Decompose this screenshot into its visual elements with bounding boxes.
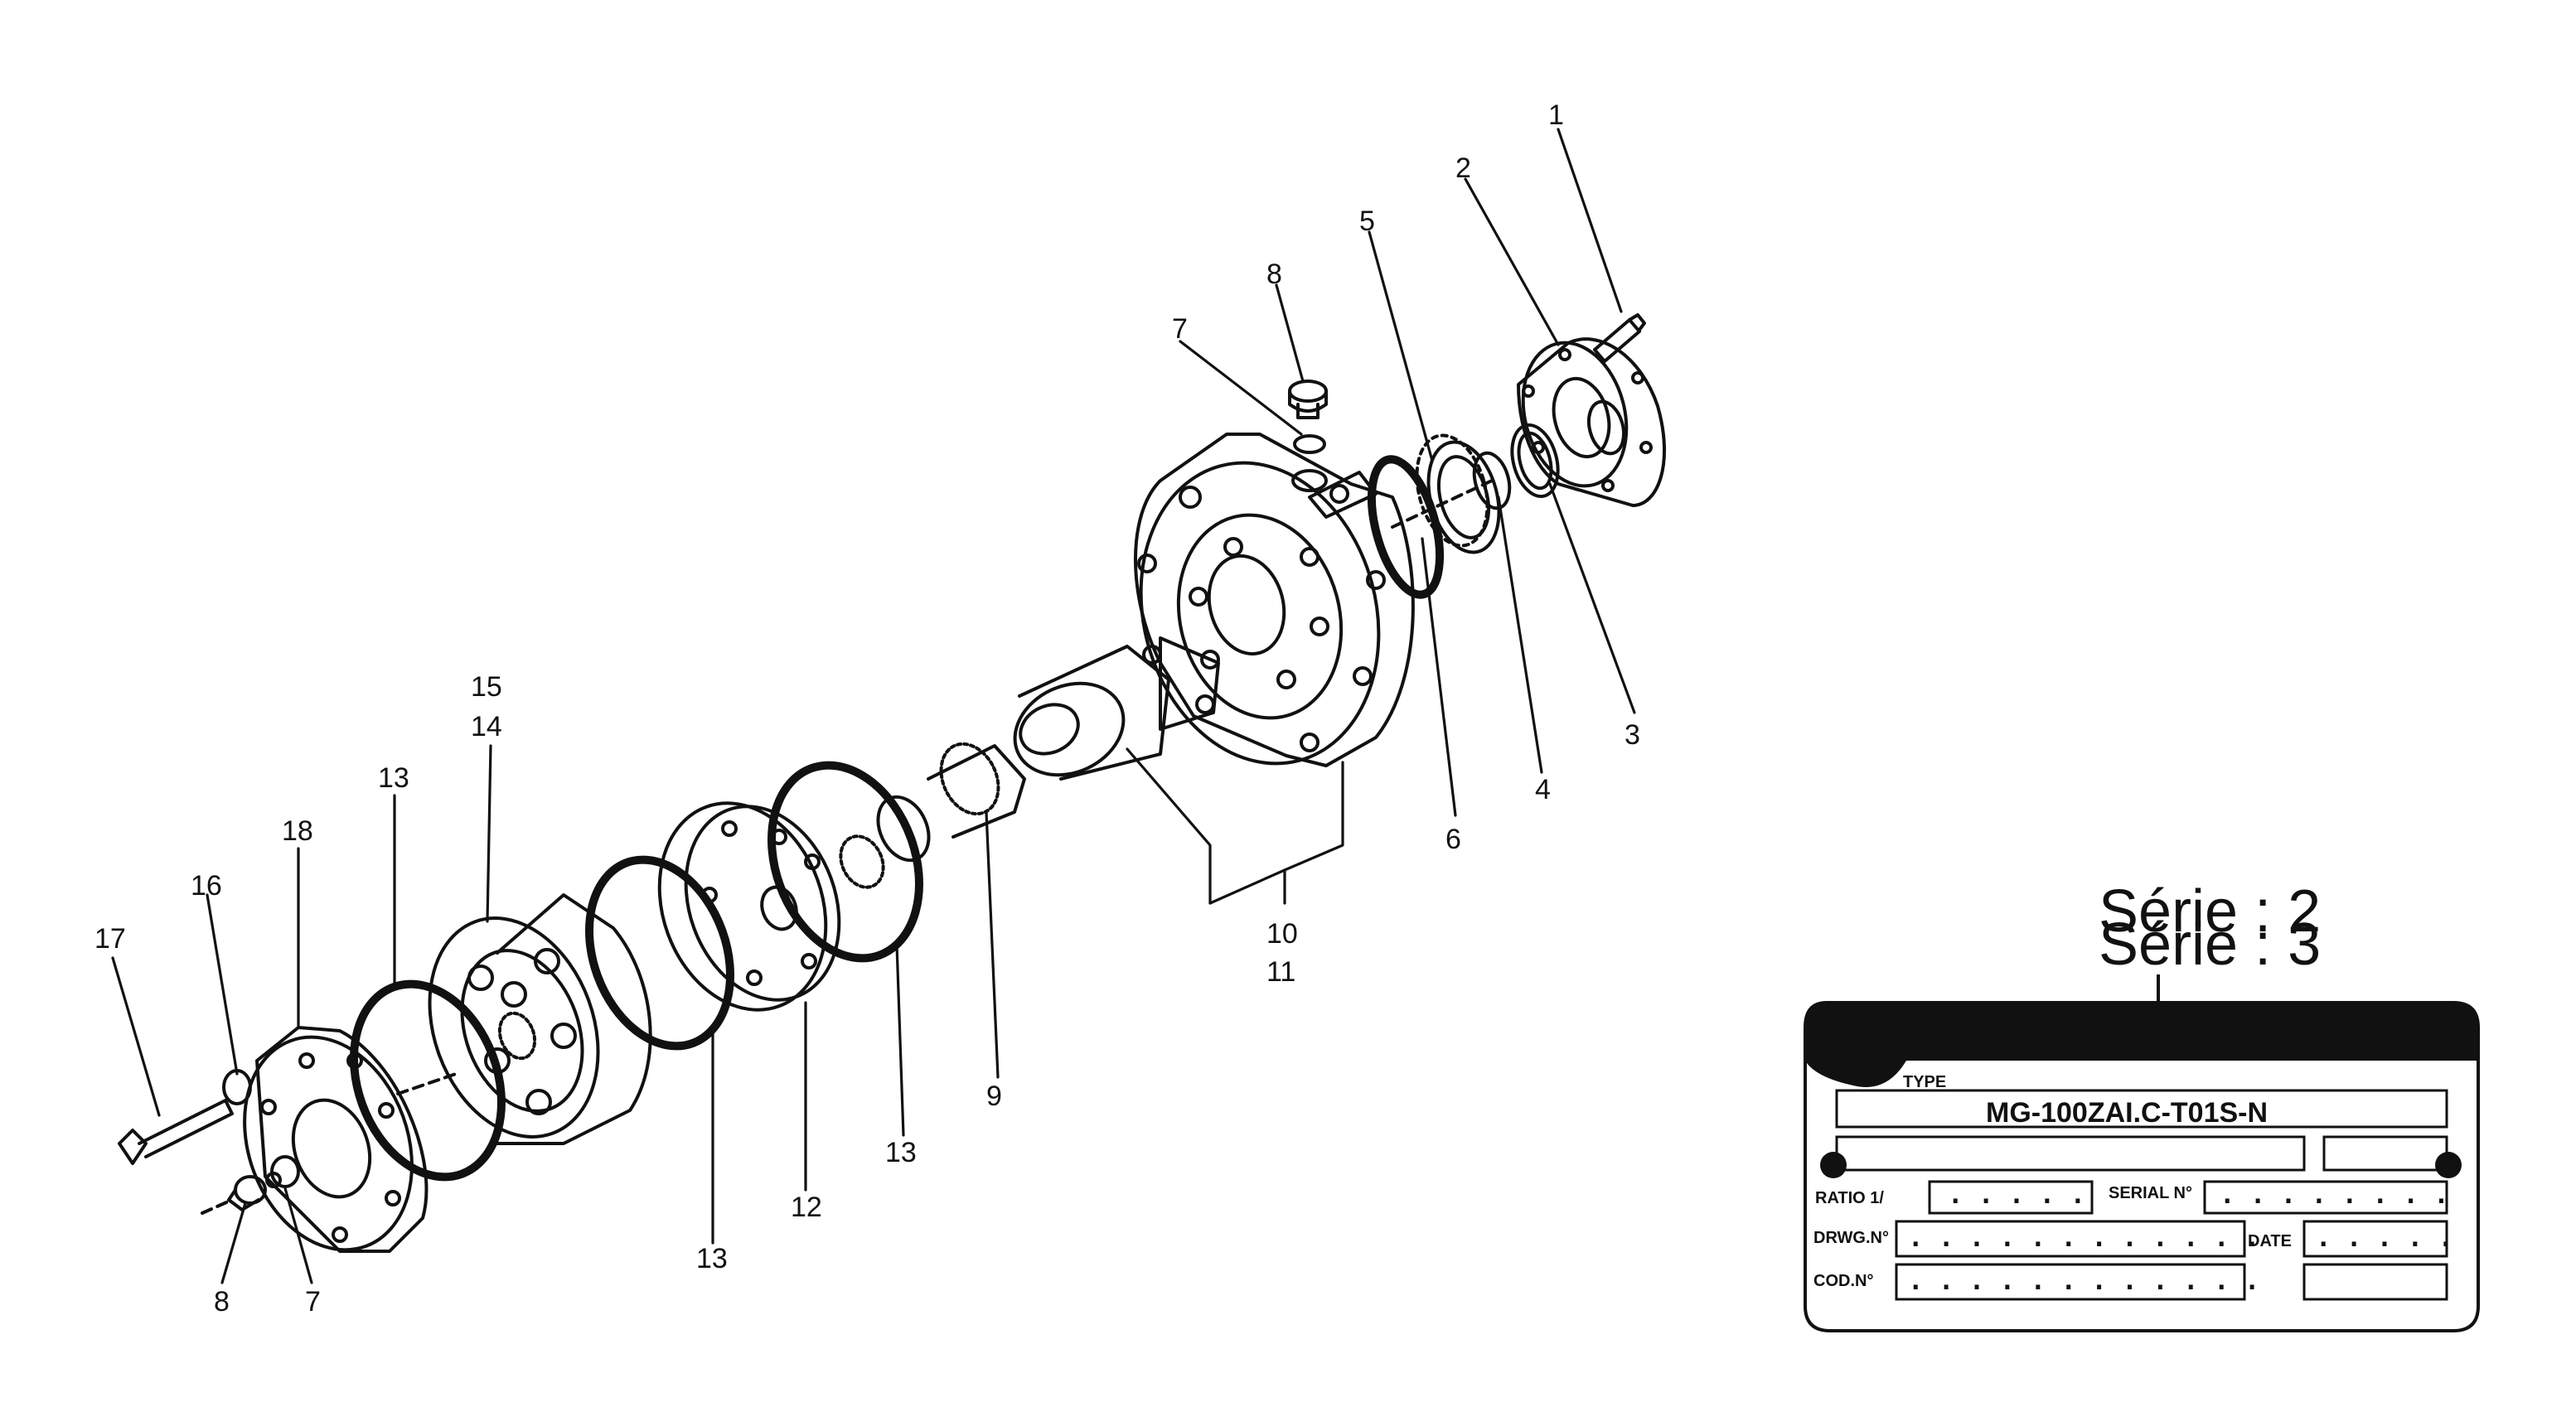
- serie-label-2: Série : 2: [2099, 878, 2321, 945]
- part-17-bolt: [118, 1099, 234, 1165]
- type-value: MG-100ZAI.C-T01S-N: [1986, 1097, 2268, 1129]
- part-18-end-cover: [243, 1026, 429, 1253]
- callout-12: 12: [791, 1192, 822, 1223]
- callout-18: 18: [282, 815, 313, 847]
- callout-3: 3: [1625, 719, 1640, 751]
- callout-17: 17: [94, 923, 126, 955]
- part-13-oring-c: [350, 979, 506, 1182]
- part-9-spline-shaft: [839, 742, 1026, 889]
- callout-4: 4: [1535, 774, 1551, 805]
- cod-label: COD.N°: [1813, 1272, 1873, 1290]
- drwg-label: DRWG.N°: [1813, 1229, 1889, 1247]
- part-7-washer-top: [1293, 434, 1326, 454]
- part-14-rotor: [428, 893, 652, 1145]
- callout-9: 9: [986, 1081, 1002, 1112]
- callout-5: 5: [1359, 205, 1375, 237]
- part-11-coupling: [1013, 636, 1220, 781]
- ratio-value: . . . . .: [1949, 1165, 2087, 1213]
- callout-13-c: 13: [378, 762, 409, 794]
- callout-8-top: 8: [1266, 259, 1282, 290]
- callout-8-bottom: 8: [214, 1286, 230, 1318]
- part-6-oring: [1367, 455, 1445, 599]
- callout-7-top: 7: [1172, 313, 1188, 345]
- part-8-plug-top: [1288, 380, 1328, 419]
- date-value: . . . . .: [2317, 1208, 2455, 1256]
- ratio-label: RATIO 1/: [1815, 1189, 1884, 1207]
- part-13-oring-b: [584, 855, 735, 1051]
- callout-1: 1: [1548, 99, 1564, 131]
- date-label: DATE: [2248, 1232, 2292, 1250]
- drwg-value: . . . . . . . . . . . .: [1910, 1208, 2261, 1256]
- type-label: TYPE: [1903, 1073, 1946, 1091]
- part-16-washer: [222, 1069, 252, 1105]
- part-8-plug-bottom: [227, 1175, 267, 1211]
- part-3-ring: [1510, 423, 1560, 499]
- callout-6: 6: [1445, 824, 1461, 855]
- serial-label: SERIAL N°: [2109, 1184, 2192, 1202]
- part-2-end-flange: [1517, 337, 1666, 507]
- callout-10: 10: [1266, 918, 1298, 950]
- callout-13-b: 13: [696, 1243, 728, 1274]
- callout-15: 15: [471, 671, 502, 703]
- cod-value: . . . . . . . . . . . .: [1910, 1251, 2261, 1299]
- part-12-valve-plate: [657, 801, 841, 1012]
- part-1-bolt: [1593, 313, 1646, 363]
- callout-13-a: 13: [885, 1137, 917, 1168]
- callout-11: 11: [1266, 956, 1295, 988]
- serial-value: . . . . . . . .: [2221, 1165, 2451, 1213]
- callout-16: 16: [191, 870, 222, 902]
- nameplate: Série : 2 Série : 3 TYPE MG-100ZAI.C-T01…: [1804, 878, 2480, 1332]
- part-7-washer-bottom: [270, 1155, 300, 1188]
- callout-7-bottom: 7: [305, 1286, 321, 1318]
- part-10-housing: [1134, 433, 1415, 767]
- callout-14: 14: [471, 711, 502, 742]
- part-13-oring-a: [767, 761, 923, 963]
- callout-2: 2: [1455, 152, 1471, 184]
- serie-label-3: Série : 3: [2099, 911, 2321, 978]
